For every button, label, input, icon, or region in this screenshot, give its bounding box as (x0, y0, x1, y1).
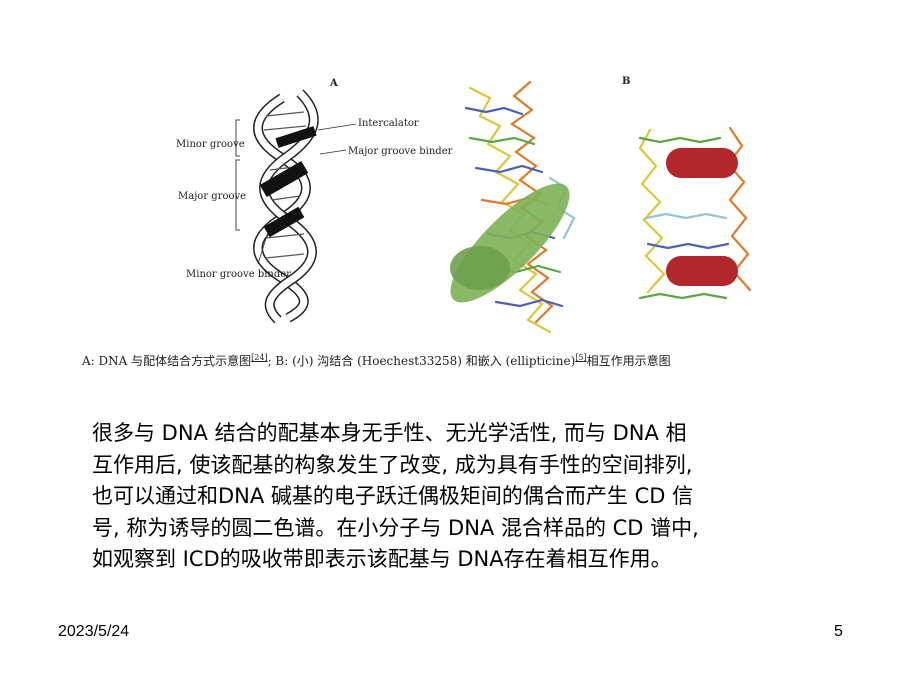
major-groove-binder-bar (259, 160, 309, 198)
base-pair-rungs (263, 111, 307, 259)
minor-groove-binder-leader (257, 231, 269, 265)
groove-binder-blob-end (450, 246, 510, 290)
label-major-groove-binder: Major groove binder (348, 146, 453, 157)
panel-a-letter: A (329, 78, 338, 89)
major-groove-bracket (235, 159, 240, 231)
caption-ref-2[interactable]: [5] (575, 353, 587, 362)
label-minor-groove-top: Minor groove (176, 139, 245, 150)
label-minor-groove-binder: Minor groove binder (186, 269, 291, 280)
footer-date: 2023/5/24 (58, 623, 130, 640)
minor-groove-bracket (235, 119, 240, 157)
groove-binder-blob (450, 183, 570, 303)
body-line-3: 也可以通过和DNA 碱基的电子跃迁偶极矩间的偶合而产生 CD 信 (92, 484, 694, 508)
panel-b-groove-model: B (450, 76, 630, 334)
body-line-1: 很多与 DNA 结合的配基本身无手性、无光学活性, 而与 DNA 相 (92, 421, 687, 445)
intercalator-disc-top (666, 148, 738, 178)
body-paragraph: 很多与 DNA 结合的配基本身无手性、无光学活性, 而与 DNA 相 互作用后,… (92, 418, 812, 576)
body-line-2: 互作用后, 使该配基的构象发生了改变, 成为具有手性的空间排列, (92, 452, 693, 477)
caption-ref-1[interactable]: [24] (251, 353, 268, 362)
panel-a-helix: A (176, 78, 453, 324)
body-line-4: 号, 称为诱导的圆二色谱。在小分子与 DNA 混合样品的 CD 谱中, (92, 515, 699, 540)
dna-binding-figure: A (176, 76, 752, 334)
caption-part-3: 相互作用示意图 (586, 354, 671, 368)
major-groove-binder-leader (319, 149, 347, 155)
caption-part-1: A: DNA 与配体结合方式示意图 (82, 354, 252, 368)
intercalator-leader (317, 123, 357, 131)
caption-part-2: ; B: (小) 沟结合 (Hoechest33258) 和嵌入 (ellipt… (267, 354, 576, 368)
panel-b-letter: B (622, 76, 630, 87)
intercalator-bar (275, 126, 317, 148)
label-major-groove: Major groove (178, 191, 246, 202)
label-intercalator: Intercalator (358, 118, 419, 129)
panel-b-intercalation-model (638, 126, 752, 300)
footer-page-number: 5 (834, 623, 843, 640)
body-line-5: 如观察到 ICD的吸收带即表示该配基与 DNA存在着相互作用。 (92, 547, 672, 571)
intercalator-disc-bottom (666, 256, 738, 286)
figure-caption: A: DNA 与配体结合方式示意图[24]; B: (小) 沟结合 (Hoech… (82, 352, 842, 369)
minor-groove-binder-bar (263, 206, 305, 238)
